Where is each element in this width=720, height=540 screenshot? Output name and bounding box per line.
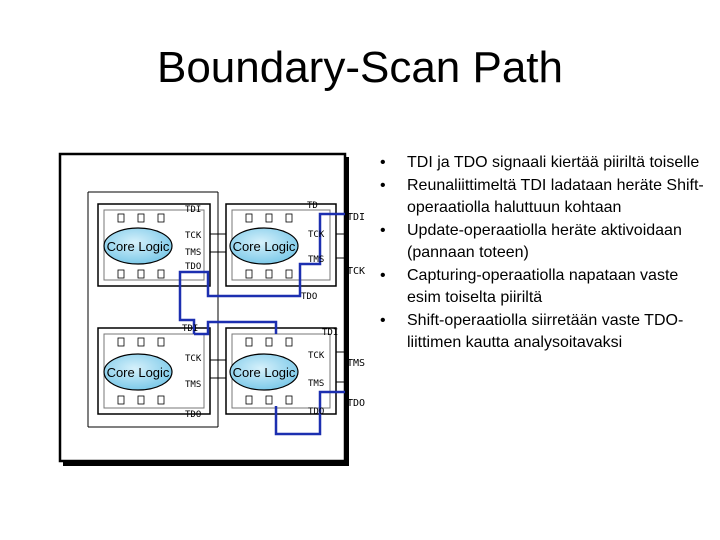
core-logic-bottom-left bbox=[103, 353, 173, 391]
pin-label-tl-tdi: TDI bbox=[185, 205, 201, 215]
boundary-scan-diagram: Core Logic Core Logic Core Logic Core Lo… bbox=[58, 152, 378, 468]
bullet-list: • TDI ja TDO signaali kiertää piiriltä to… bbox=[380, 152, 710, 355]
pin-label-tl-tdo: TDO bbox=[185, 262, 201, 272]
pin-label-tr-tdi: TD bbox=[307, 201, 318, 211]
pin-label-tr-tck: TCK bbox=[308, 230, 325, 240]
bullet-item: • Capturing-operaatiolla napataan vaste e… bbox=[380, 265, 710, 310]
control-lines bbox=[87, 191, 344, 428]
pin-label-br-tdi: TDI bbox=[322, 328, 338, 338]
core-logic-top-right bbox=[229, 227, 299, 265]
bullet-marker: • bbox=[380, 266, 386, 284]
slide-title: Boundary-Scan Path bbox=[156, 43, 564, 92]
pin-label-br-tms: TMS bbox=[308, 379, 324, 389]
bullet-text: Update-operaatiolla heräte aktivoidaan (… bbox=[407, 221, 682, 262]
bullet-item: • Shift-operaatiolla siirretään vaste TDO… bbox=[380, 310, 710, 355]
chip-outlines bbox=[97, 203, 337, 415]
board-label-tck: TCK bbox=[347, 266, 365, 277]
bullet-marker: • bbox=[380, 154, 386, 171]
chip-bottom-right bbox=[225, 327, 337, 415]
bullet-text: Reunaliittimeltä TDI ladataan heräte Shi… bbox=[407, 176, 704, 217]
core-logic-label-br: Core Logic bbox=[233, 365, 296, 380]
tdi-tdo-chain bbox=[178, 212, 345, 436]
board-label-tms: TMS bbox=[347, 358, 365, 369]
core-logic-bottom-right bbox=[229, 353, 299, 391]
pin-label-bl-tdi: TDI bbox=[182, 324, 198, 334]
pin-label-tr-tms: TMS bbox=[308, 255, 324, 265]
core-logic-label-bl: Core Logic bbox=[107, 365, 170, 380]
core-logic-label-tr: Core Logic bbox=[233, 239, 296, 254]
core-logic-top-left bbox=[103, 227, 173, 265]
board-outline bbox=[58, 152, 347, 463]
chip-top-left bbox=[97, 203, 211, 287]
diagram-canvas: Core Logic Core Logic Core Logic Core Lo… bbox=[58, 152, 365, 466]
core-logic-label-tl: Core Logic bbox=[107, 239, 170, 254]
bullet-item: • Update-operaatiolla heräte aktivoidaan … bbox=[380, 220, 710, 265]
pin-label-mid-tdo: TDO bbox=[301, 292, 317, 302]
board-label-tdi: TDI bbox=[347, 212, 365, 223]
pin-label-bl-tms: TMS bbox=[185, 380, 201, 390]
pin-label-br-tck: TCK bbox=[308, 351, 325, 361]
bullet-marker: • bbox=[380, 176, 386, 194]
bullet-item: • TDI ja TDO signaali kiertää piiriltä to… bbox=[380, 152, 710, 175]
pin-label-bl-tck: TCK bbox=[185, 354, 202, 364]
board-label-tdo: TDO bbox=[347, 398, 365, 409]
bullet-marker: • bbox=[380, 221, 386, 239]
scan-cells bbox=[117, 213, 293, 405]
pin-label-tl-tms: TMS bbox=[185, 248, 201, 258]
pin-label-bl-tdo: TDO bbox=[185, 410, 201, 420]
bullet-text: TDI ja TDO signaali kiertää piiriltä toi… bbox=[407, 154, 700, 171]
bullet-text: Capturing-operaatiolla napataan vaste es… bbox=[407, 266, 679, 307]
bullet-text: Shift-operaatiolla siirretään vaste TDO-… bbox=[407, 311, 684, 352]
core-logic-blocks bbox=[103, 227, 299, 391]
pin-label-br-tdo: TDO bbox=[308, 407, 324, 417]
chip-bottom-left bbox=[97, 327, 211, 415]
chip-top-right bbox=[225, 203, 337, 287]
bullet-marker: • bbox=[380, 311, 386, 329]
bullet-item: • Reunaliittimeltä TDI ladataan heräte Sh… bbox=[380, 175, 710, 220]
pin-label-tl-tck: TCK bbox=[185, 231, 202, 241]
